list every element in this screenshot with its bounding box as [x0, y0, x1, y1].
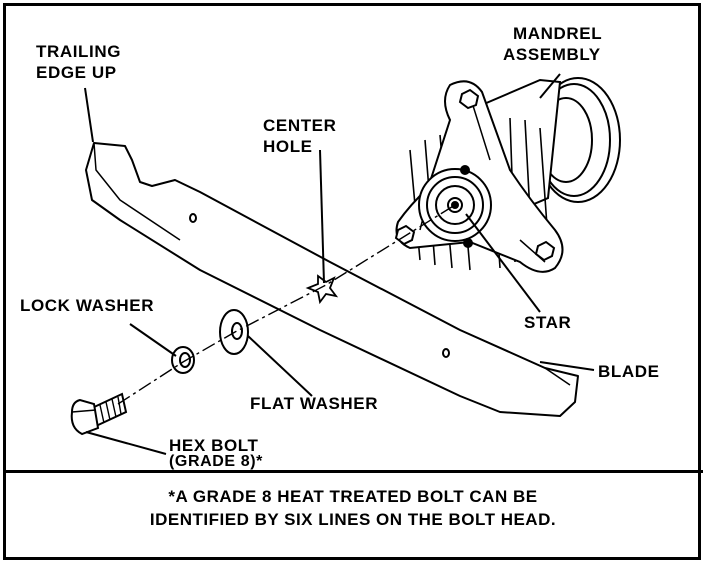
diagram-frame — [3, 3, 701, 560]
mandrel-label-line2: ASSEMBLY — [503, 45, 601, 64]
footnote-divider — [3, 470, 703, 473]
leader-lines — [84, 73, 595, 455]
assembly-axis-line — [117, 204, 456, 405]
mandrel-assembly-shape — [394, 77, 621, 273]
trailing-edge-label-line2: EDGE UP — [36, 63, 117, 82]
hex-bolt-label-line1: HEX BOLT — [169, 436, 259, 455]
footnote-line1: *A GRADE 8 HEAT TREATED BOLT CAN BE — [168, 487, 538, 506]
center-hole-label-line2: HOLE — [263, 137, 313, 156]
blade-label: BLADE — [598, 362, 660, 381]
star-label: STAR — [524, 313, 572, 332]
trailing-edge-label-line1: TRAILING — [36, 42, 122, 61]
hex-bolt-label-line2: (GRADE 8)* — [169, 453, 264, 470]
flat-washer-label: FLAT WASHER — [250, 394, 379, 413]
mandrel-label-line1: MANDREL — [513, 24, 603, 43]
center-hole-label-line1: CENTER — [263, 116, 337, 135]
lock-washer-shape — [171, 346, 195, 374]
hex-bolt-shape — [70, 392, 128, 436]
footnote-line2: IDENTIFIED BY SIX LINES ON THE BOLT HEAD… — [149, 510, 557, 529]
lock-washer-label: LOCK WASHER — [20, 296, 155, 315]
